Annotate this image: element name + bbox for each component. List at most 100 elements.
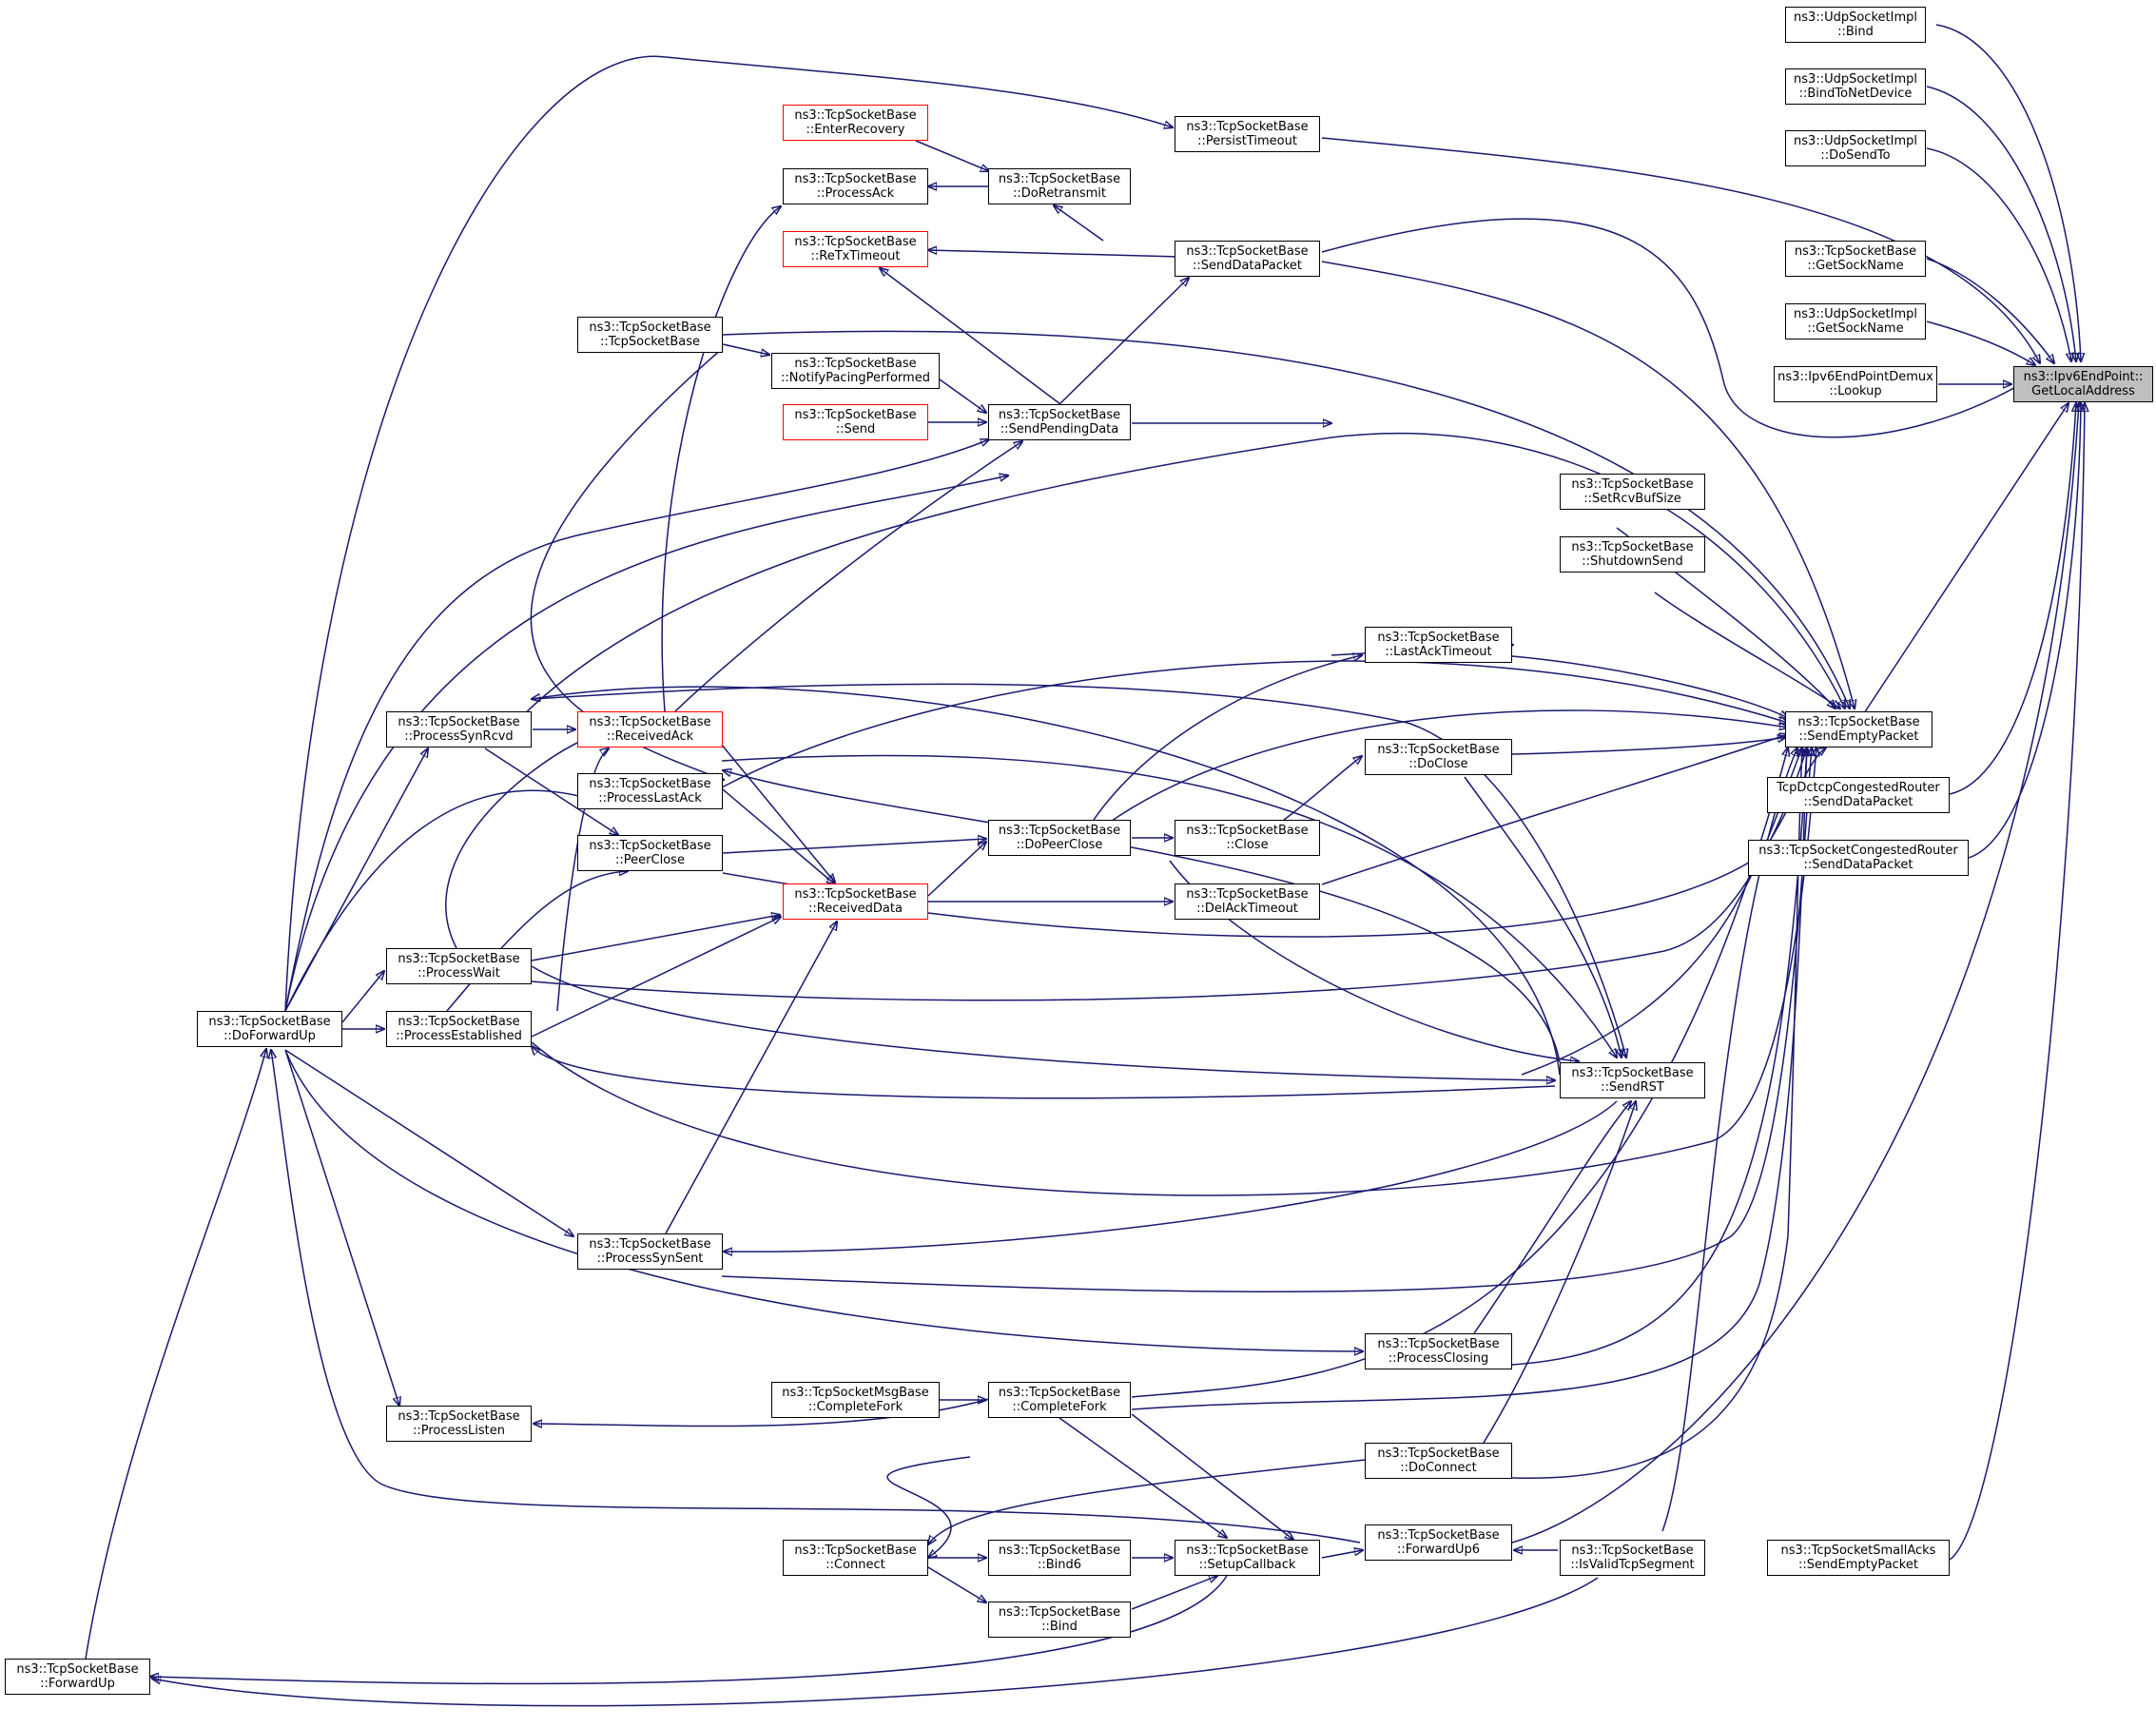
call-edge — [85, 1049, 266, 1660]
node-ns3-tcpsocketbase-processack[interactable]: ns3::TcpSocketBase::ProcessAck — [783, 168, 928, 204]
call-edge — [1511, 655, 1788, 718]
call-edge — [674, 441, 1022, 712]
call-edge — [1093, 655, 1362, 821]
node-label-line2: ::DoClose — [1408, 757, 1468, 771]
node-ns3-tcpsocketbase-lastacktimeout[interactable]: ns3::TcpSocketBase::LastAckTimeout — [1365, 627, 1512, 663]
node-ns3-tcpsocketbase-enterrecovery[interactable]: ns3::TcpSocketBase::EnterRecovery — [783, 105, 928, 141]
node-ns3-tcpsocketbase-bind6[interactable]: ns3::TcpSocketBase::Bind6 — [988, 1540, 1131, 1576]
call-edge — [1926, 86, 2076, 361]
node-label-line2: ::DelAckTimeout — [1196, 902, 1298, 916]
node-ns3-tcpsocketcongestedrouter-senddatapacket[interactable]: ns3::TcpSocketCongestedRouter::SendDataP… — [1748, 840, 1969, 876]
node-ns3-tcpsocketbase-processsynsent[interactable]: ns3::TcpSocketBase::ProcessSynSent — [577, 1233, 723, 1270]
node-ns3-tcpsocketbase-doclose[interactable]: ns3::TcpSocketBase::DoClose — [1365, 739, 1512, 775]
call-edge — [284, 748, 428, 1012]
node-label-line2: ::ReceivedAck — [606, 729, 694, 744]
node-ns3-tcpsocketbase-senddatapacket[interactable]: ns3::TcpSocketBase::SendDataPacket — [1175, 241, 1320, 277]
node-ns3-tcpsocketbase-doforwardup[interactable]: ns3::TcpSocketBase::DoForwardUp — [197, 1011, 342, 1047]
node-ns3-tcpsocketbase-peerclose[interactable]: ns3::TcpSocketBase::PeerClose — [577, 835, 723, 871]
node-label-line1: ns3::TcpSocketBase — [1377, 743, 1500, 757]
node-ns3-tcpsocketbase-receiveddata[interactable]: ns3::TcpSocketBase::ReceivedData — [783, 883, 928, 920]
call-edge — [1464, 776, 1622, 1058]
call-edge — [1054, 205, 1104, 242]
node-ns3-tcpsocketbase-tcpsocketbase[interactable]: ns3::TcpSocketBase::TcpSocketBase — [577, 317, 723, 353]
node-label-line2: ::Send — [835, 422, 876, 437]
node-label-line1: ns3::TcpSocketBase — [1571, 477, 1694, 492]
call-edge — [1511, 403, 2079, 1544]
node-ns3-tcpsocketbase-delacktimeout[interactable]: ns3::TcpSocketBase::DelAckTimeout — [1175, 883, 1320, 920]
node-ns3-tcpsocketbase-processestablished[interactable]: ns3::TcpSocketBase::ProcessEstablished — [386, 1011, 532, 1047]
node-ns3-tcpsocketbase-close[interactable]: ns3::TcpSocketBase::Close — [1175, 820, 1320, 856]
node-label-line2: ::ProcessAck — [816, 186, 895, 201]
node-label-line2: ::EnterRecovery — [806, 123, 905, 137]
node-ns3-tcpsocketbase-forwardup6[interactable]: ns3::TcpSocketBase::ForwardUp6 — [1365, 1524, 1512, 1561]
node-ns3-tcpsocketbase-processlisten[interactable]: ns3::TcpSocketBase::ProcessListen — [386, 1406, 532, 1442]
node-label-line2: ::Bind6 — [1037, 1558, 1082, 1572]
node-ns3-tcpsocketbase-notifypacingperformed[interactable]: ns3::TcpSocketBase::NotifyPacingPerforme… — [771, 353, 940, 389]
node-label-line2: ::ProcessLastAck — [598, 791, 702, 806]
node-label-line2: GetLocalAddress — [2031, 384, 2135, 398]
node-ns3-tcpsocketbase-persisttimeout[interactable]: ns3::TcpSocketBase::PersistTimeout — [1175, 116, 1320, 152]
node-label-line1: ns3::TcpSocketBase — [794, 1544, 917, 1558]
node-ns3-tcpsocketbase-processwait[interactable]: ns3::TcpSocketBase::ProcessWait — [386, 948, 532, 984]
node-ns3-tcpsocketbase-getsockname[interactable]: ns3::TcpSocketBase::GetSockName — [1785, 241, 1926, 277]
call-edge — [721, 754, 1617, 1058]
call-edge — [531, 965, 1555, 1080]
node-ipv6endpoint-getlocaladdress[interactable]: ns3::Ipv6EndPoint:: GetLocalAddress — [2013, 366, 2153, 402]
node-label-line1: ns3::TcpSocketBase — [589, 1237, 711, 1252]
node-ns3-tcpsocketbase-sendrst[interactable]: ns3::TcpSocketBase::SendRST — [1560, 1062, 1705, 1098]
node-ns3-tcpsocketbase-send[interactable]: ns3::TcpSocketBase::Send — [783, 404, 928, 440]
node-ns3-udpsocketimpl-bindtonetdevice[interactable]: ns3::UdpSocketImpl::BindToNetDevice — [1785, 68, 1926, 105]
node-label-line1: ns3::TcpSocketBase — [1571, 540, 1694, 554]
node-label-line2: ::SendDataPacket — [1803, 795, 1913, 809]
node-ns3-tcpsocketmsgbase-completefork[interactable]: ns3::TcpSocketMsgBase::CompleteFork — [771, 1382, 940, 1418]
call-edge — [1473, 1101, 1631, 1334]
node-label-line1: ns3::TcpSocketBase — [589, 839, 711, 853]
node-ns3-tcpsocketbase-setupcallback[interactable]: ns3::TcpSocketBase::SetupCallback — [1175, 1540, 1320, 1576]
node-ns3-tcpsocketbase-doconnect[interactable]: ns3::TcpSocketBase::DoConnect — [1365, 1443, 1512, 1479]
node-ns3-tcpsocketbase-forwardup[interactable]: ns3::TcpSocketBase::ForwardUp — [5, 1659, 150, 1695]
node-label-line1: ns3::TcpSocketBase — [398, 952, 520, 966]
call-edge — [928, 250, 1180, 258]
node-ns3-udpsocketimpl-getsockname[interactable]: ns3::UdpSocketImpl::GetSockName — [1785, 303, 1926, 340]
call-edge — [661, 206, 781, 712]
node-ns3-tcpsocketbase-receivedack[interactable]: ns3::TcpSocketBase::ReceivedAck — [577, 711, 723, 748]
node-ns3-tcpsocketbase-processsynrcvd[interactable]: ns3::TcpSocketBase::ProcessSynRcvd — [386, 711, 532, 748]
node-ns3-tcpsocketbase-bind[interactable]: ns3::TcpSocketBase::Bind — [988, 1602, 1131, 1638]
node-ns3-udpsocketimpl-bind[interactable]: ns3::UdpSocketImpl::Bind — [1785, 7, 1926, 43]
node-label-line1: ns3::TcpSocketBase — [1186, 824, 1309, 838]
node-ns3-ipv6endpointdemux-lookup[interactable]: ns3::Ipv6EndPointDemux::Lookup — [1774, 366, 1937, 402]
node-label-line2: ::PeerClose — [615, 853, 685, 867]
call-edge — [1949, 403, 2076, 795]
node-ns3-tcpsocketbase-connect[interactable]: ns3::TcpSocketBase::Connect — [783, 1540, 928, 1576]
call-edge — [1283, 756, 1362, 821]
node-label-line2: ::TcpSocketBase — [599, 335, 701, 349]
call-edge — [531, 748, 1816, 1196]
node-label-line1: ns3::TcpSocketBase — [1186, 887, 1309, 902]
node-ns3-tcpsocketbase-dopeerclose[interactable]: ns3::TcpSocketBase::DoPeerClose — [988, 820, 1131, 856]
node-label-line1: ns3::TcpSocketBase — [998, 172, 1121, 186]
node-label-line2: ::ReceivedData — [808, 902, 903, 916]
node-label-line1: ns3::TcpSocketBase — [1794, 244, 1917, 259]
call-edge — [1926, 258, 2054, 363]
node-ns3-tcpsocketbase-retxtimeout[interactable]: ns3::TcpSocketBase::ReTxTimeout — [783, 231, 928, 267]
node-label-line2: ::Lookup — [1829, 384, 1882, 398]
node-ns3-tcpsocketbase-shutdownsend[interactable]: ns3::TcpSocketBase::ShutdownSend — [1560, 536, 1705, 573]
node-label-line2: ::ShutdownSend — [1582, 554, 1683, 569]
node-label-line1: ns3::Ipv6EndPointDemux — [1777, 370, 1933, 384]
node-tcpdctcpcongestedrouter-senddatapacket[interactable]: TcpDctcpCongestedRouter::SendDataPacket — [1767, 777, 1950, 813]
node-label-line1: ns3::TcpSocketBase — [1186, 244, 1309, 259]
node-ns3-tcpsocketbase-setrcvbufsize[interactable]: ns3::TcpSocketBase::SetRcvBufSize — [1560, 474, 1705, 510]
node-ns3-tcpsocketsmallacks-sendemptypacket[interactable]: ns3::TcpSocketSmallAcks::SendEmptyPacket — [1767, 1540, 1950, 1576]
node-ns3-tcpsocketbase-sendpendingdata[interactable]: ns3::TcpSocketBase::SendPendingData — [988, 404, 1131, 440]
node-label-line2: ::SendPendingData — [1000, 422, 1119, 437]
call-edge — [284, 55, 1173, 1012]
node-ns3-tcpsocketbase-doretransmit[interactable]: ns3::TcpSocketBase::DoRetransmit — [988, 168, 1131, 204]
node-ns3-tcpsocketbase-completefork[interactable]: ns3::TcpSocketBase::CompleteFork — [988, 1382, 1131, 1418]
node-label-line2: ::PersistTimeout — [1197, 134, 1297, 148]
node-ns3-tcpsocketbase-isvalidtcpsegment[interactable]: ns3::TcpSocketBase::IsValidTcpSegment — [1560, 1540, 1705, 1576]
node-ns3-udpsocketimpl-dosendto[interactable]: ns3::UdpSocketImpl::DoSendTo — [1785, 130, 1926, 166]
node-ns3-tcpsocketbase-processclosing[interactable]: ns3::TcpSocketBase::ProcessClosing — [1365, 1333, 1512, 1369]
node-ns3-tcpsocketbase-sendemptypacket[interactable]: ns3::TcpSocketBase::SendEmptyPacket — [1785, 711, 1933, 748]
node-label-line2: ::DoRetransmit — [1013, 186, 1106, 201]
node-ns3-tcpsocketbase-processlastack[interactable]: ns3::TcpSocketBase::ProcessLastAck — [577, 773, 723, 809]
